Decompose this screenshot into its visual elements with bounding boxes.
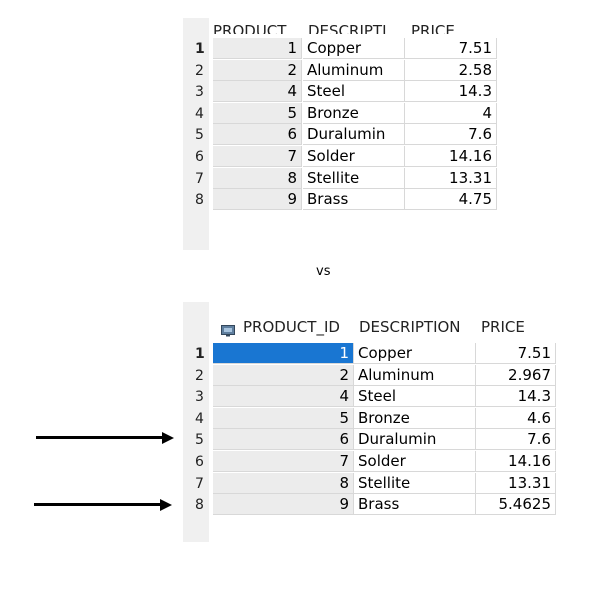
row-number[interactable]: 8 — [195, 497, 204, 514]
cell-product-id[interactable]: 7 — [213, 451, 354, 472]
row-number[interactable]: 5 — [195, 432, 204, 449]
cell-description[interactable]: Aluminum — [303, 59, 405, 81]
cell-description[interactable]: Stellite — [303, 167, 405, 189]
cell-description[interactable]: Solder — [354, 451, 476, 472]
cell-product-id[interactable]: 8 — [213, 472, 354, 494]
arrow-shaft — [36, 436, 164, 439]
arrow-row-8 — [34, 499, 174, 511]
row-number[interactable]: 6 — [195, 454, 204, 470]
cell-description[interactable]: Duralumin — [354, 429, 476, 451]
cell-description[interactable]: Bronze — [303, 102, 405, 124]
cell-price[interactable]: 2.967 — [476, 364, 556, 386]
cell-price[interactable]: 7.6 — [405, 124, 497, 146]
row-number[interactable]: 5 — [195, 127, 204, 144]
top-grid-gutter — [183, 18, 209, 250]
cell-price[interactable]: 14.16 — [405, 146, 497, 167]
row-number[interactable]: 4 — [195, 105, 204, 122]
arrow-head-icon — [160, 499, 172, 511]
cell-price[interactable]: 7.51 — [476, 343, 556, 364]
cell-description[interactable]: Stellite — [354, 472, 476, 494]
cell-price[interactable]: 2.58 — [405, 59, 497, 81]
cell-price[interactable]: 13.31 — [476, 472, 556, 494]
cell-description[interactable]: Bronze — [354, 407, 476, 429]
cell-description[interactable]: Brass — [354, 494, 476, 516]
cell-description[interactable]: Brass — [303, 189, 405, 211]
row-number[interactable]: 2 — [195, 62, 204, 79]
bottom-col-header-product-id[interactable]: PRODUCT_ID — [243, 318, 340, 336]
cell-description[interactable]: Aluminum — [354, 364, 476, 386]
cell-price[interactable]: 4.75 — [405, 189, 497, 211]
cell-product-id[interactable]: 6 — [213, 124, 302, 146]
row-number[interactable]: 7 — [195, 475, 204, 492]
cell-price[interactable]: 5.4625 — [476, 494, 556, 516]
cell-price[interactable]: 14.3 — [405, 81, 497, 103]
row-number[interactable]: 2 — [195, 367, 204, 384]
row-number[interactable]: 3 — [195, 84, 204, 101]
bottom-col-header-price[interactable]: PRICE — [481, 318, 525, 336]
cell-product-id[interactable]: 5 — [213, 102, 302, 124]
cell-price[interactable]: 4.6 — [476, 407, 556, 429]
cell-product-id[interactable]: 1 — [213, 343, 354, 364]
cell-description[interactable]: Steel — [303, 81, 405, 103]
cell-product-id[interactable]: 4 — [213, 81, 302, 103]
cell-price[interactable]: 13.31 — [405, 167, 497, 189]
cell-product-id[interactable]: 2 — [213, 59, 302, 81]
cell-product-id[interactable]: 9 — [213, 189, 302, 211]
arrow-shaft — [34, 503, 162, 506]
cell-description[interactable]: Copper — [303, 38, 405, 59]
top-col-header-product[interactable]: PRODUCT — [213, 22, 287, 34]
cell-price[interactable]: 7.6 — [476, 429, 556, 451]
cell-description[interactable]: Duralumin — [303, 124, 405, 146]
cell-description[interactable]: Steel — [354, 386, 476, 408]
row-number[interactable]: 1 — [195, 41, 205, 57]
row-number[interactable]: 8 — [195, 192, 204, 209]
top-col-header-description[interactable]: DESCRIPTI — [308, 22, 387, 34]
cell-price[interactable]: 4 — [405, 102, 497, 124]
cell-product-id[interactable]: 8 — [213, 167, 302, 189]
row-number[interactable]: 7 — [195, 170, 204, 187]
row-number[interactable]: 4 — [195, 410, 204, 427]
cell-price[interactable]: 14.3 — [476, 386, 556, 408]
row-number[interactable]: 3 — [195, 389, 204, 406]
cell-description[interactable]: Solder — [303, 146, 405, 167]
top-col-header-price[interactable]: PRICE — [411, 22, 455, 34]
cell-product-id[interactable]: 7 — [213, 146, 302, 167]
cell-price[interactable]: 7.51 — [405, 38, 497, 59]
cell-price[interactable]: 14.16 — [476, 451, 556, 472]
cell-product-id[interactable]: 9 — [213, 494, 354, 516]
row-number[interactable]: 6 — [195, 149, 204, 165]
arrow-row-5 — [36, 432, 176, 444]
cell-product-id[interactable]: 4 — [213, 386, 354, 408]
cell-product-id[interactable]: 2 — [213, 364, 354, 386]
bottom-col-header-description[interactable]: DESCRIPTION — [359, 318, 461, 336]
arrow-head-icon — [162, 432, 174, 444]
key-column-icon — [221, 322, 235, 337]
cell-product-id[interactable]: 5 — [213, 407, 354, 429]
cell-product-id[interactable]: 1 — [213, 38, 302, 59]
bottom-grid-gutter — [183, 302, 209, 542]
vs-label: vs — [316, 264, 331, 279]
row-number[interactable]: 1 — [195, 346, 205, 362]
cell-product-id[interactable]: 6 — [213, 429, 354, 451]
cell-description[interactable]: Copper — [354, 343, 476, 364]
